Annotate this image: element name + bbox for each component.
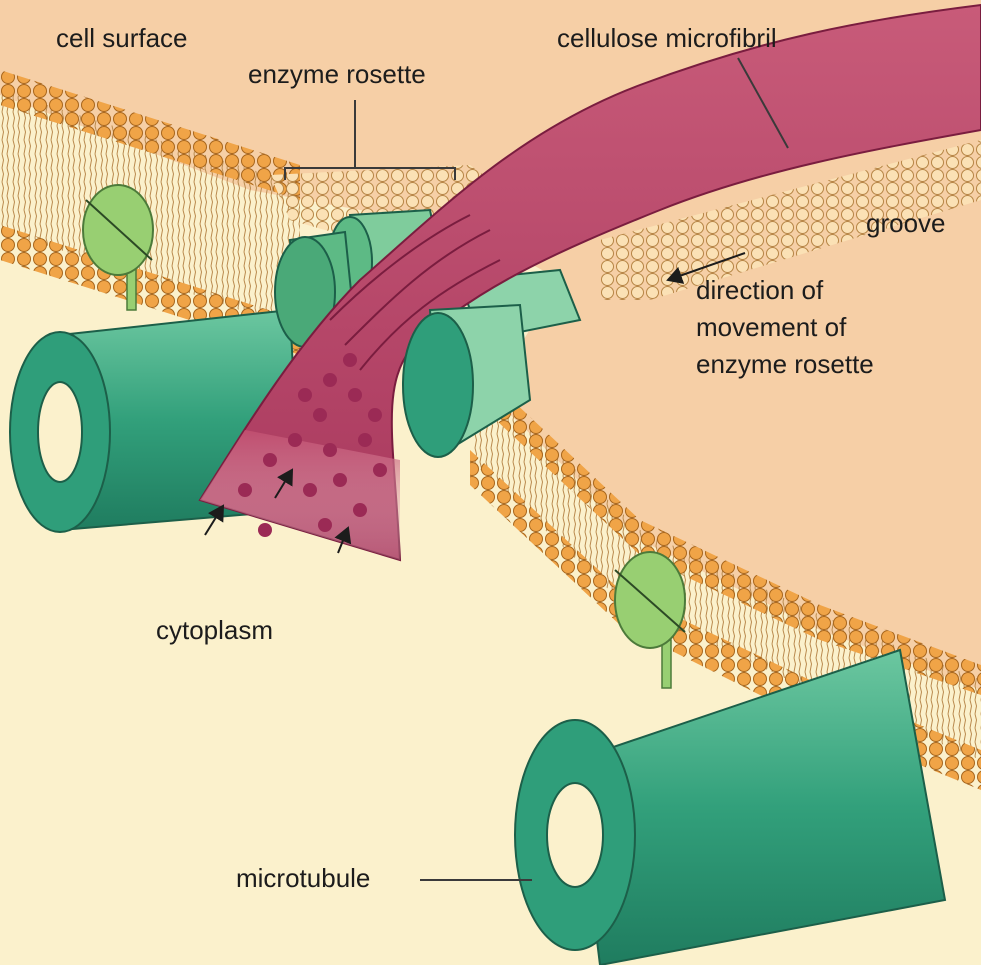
label-groove: groove [866,207,946,240]
label-enzyme-rosette: enzyme rosette [248,58,426,91]
label-cytoplasm: cytoplasm [156,614,273,647]
label-direction-line1: direction of [696,274,823,307]
label-cell-surface: cell surface [56,22,188,55]
label-direction-line3: enzyme rosette [696,348,874,381]
label-cellulose-microfibril: cellulose microfibril [557,22,777,55]
label-microtubule: microtubule [236,862,370,895]
label-direction-line2: movement of [696,311,846,344]
